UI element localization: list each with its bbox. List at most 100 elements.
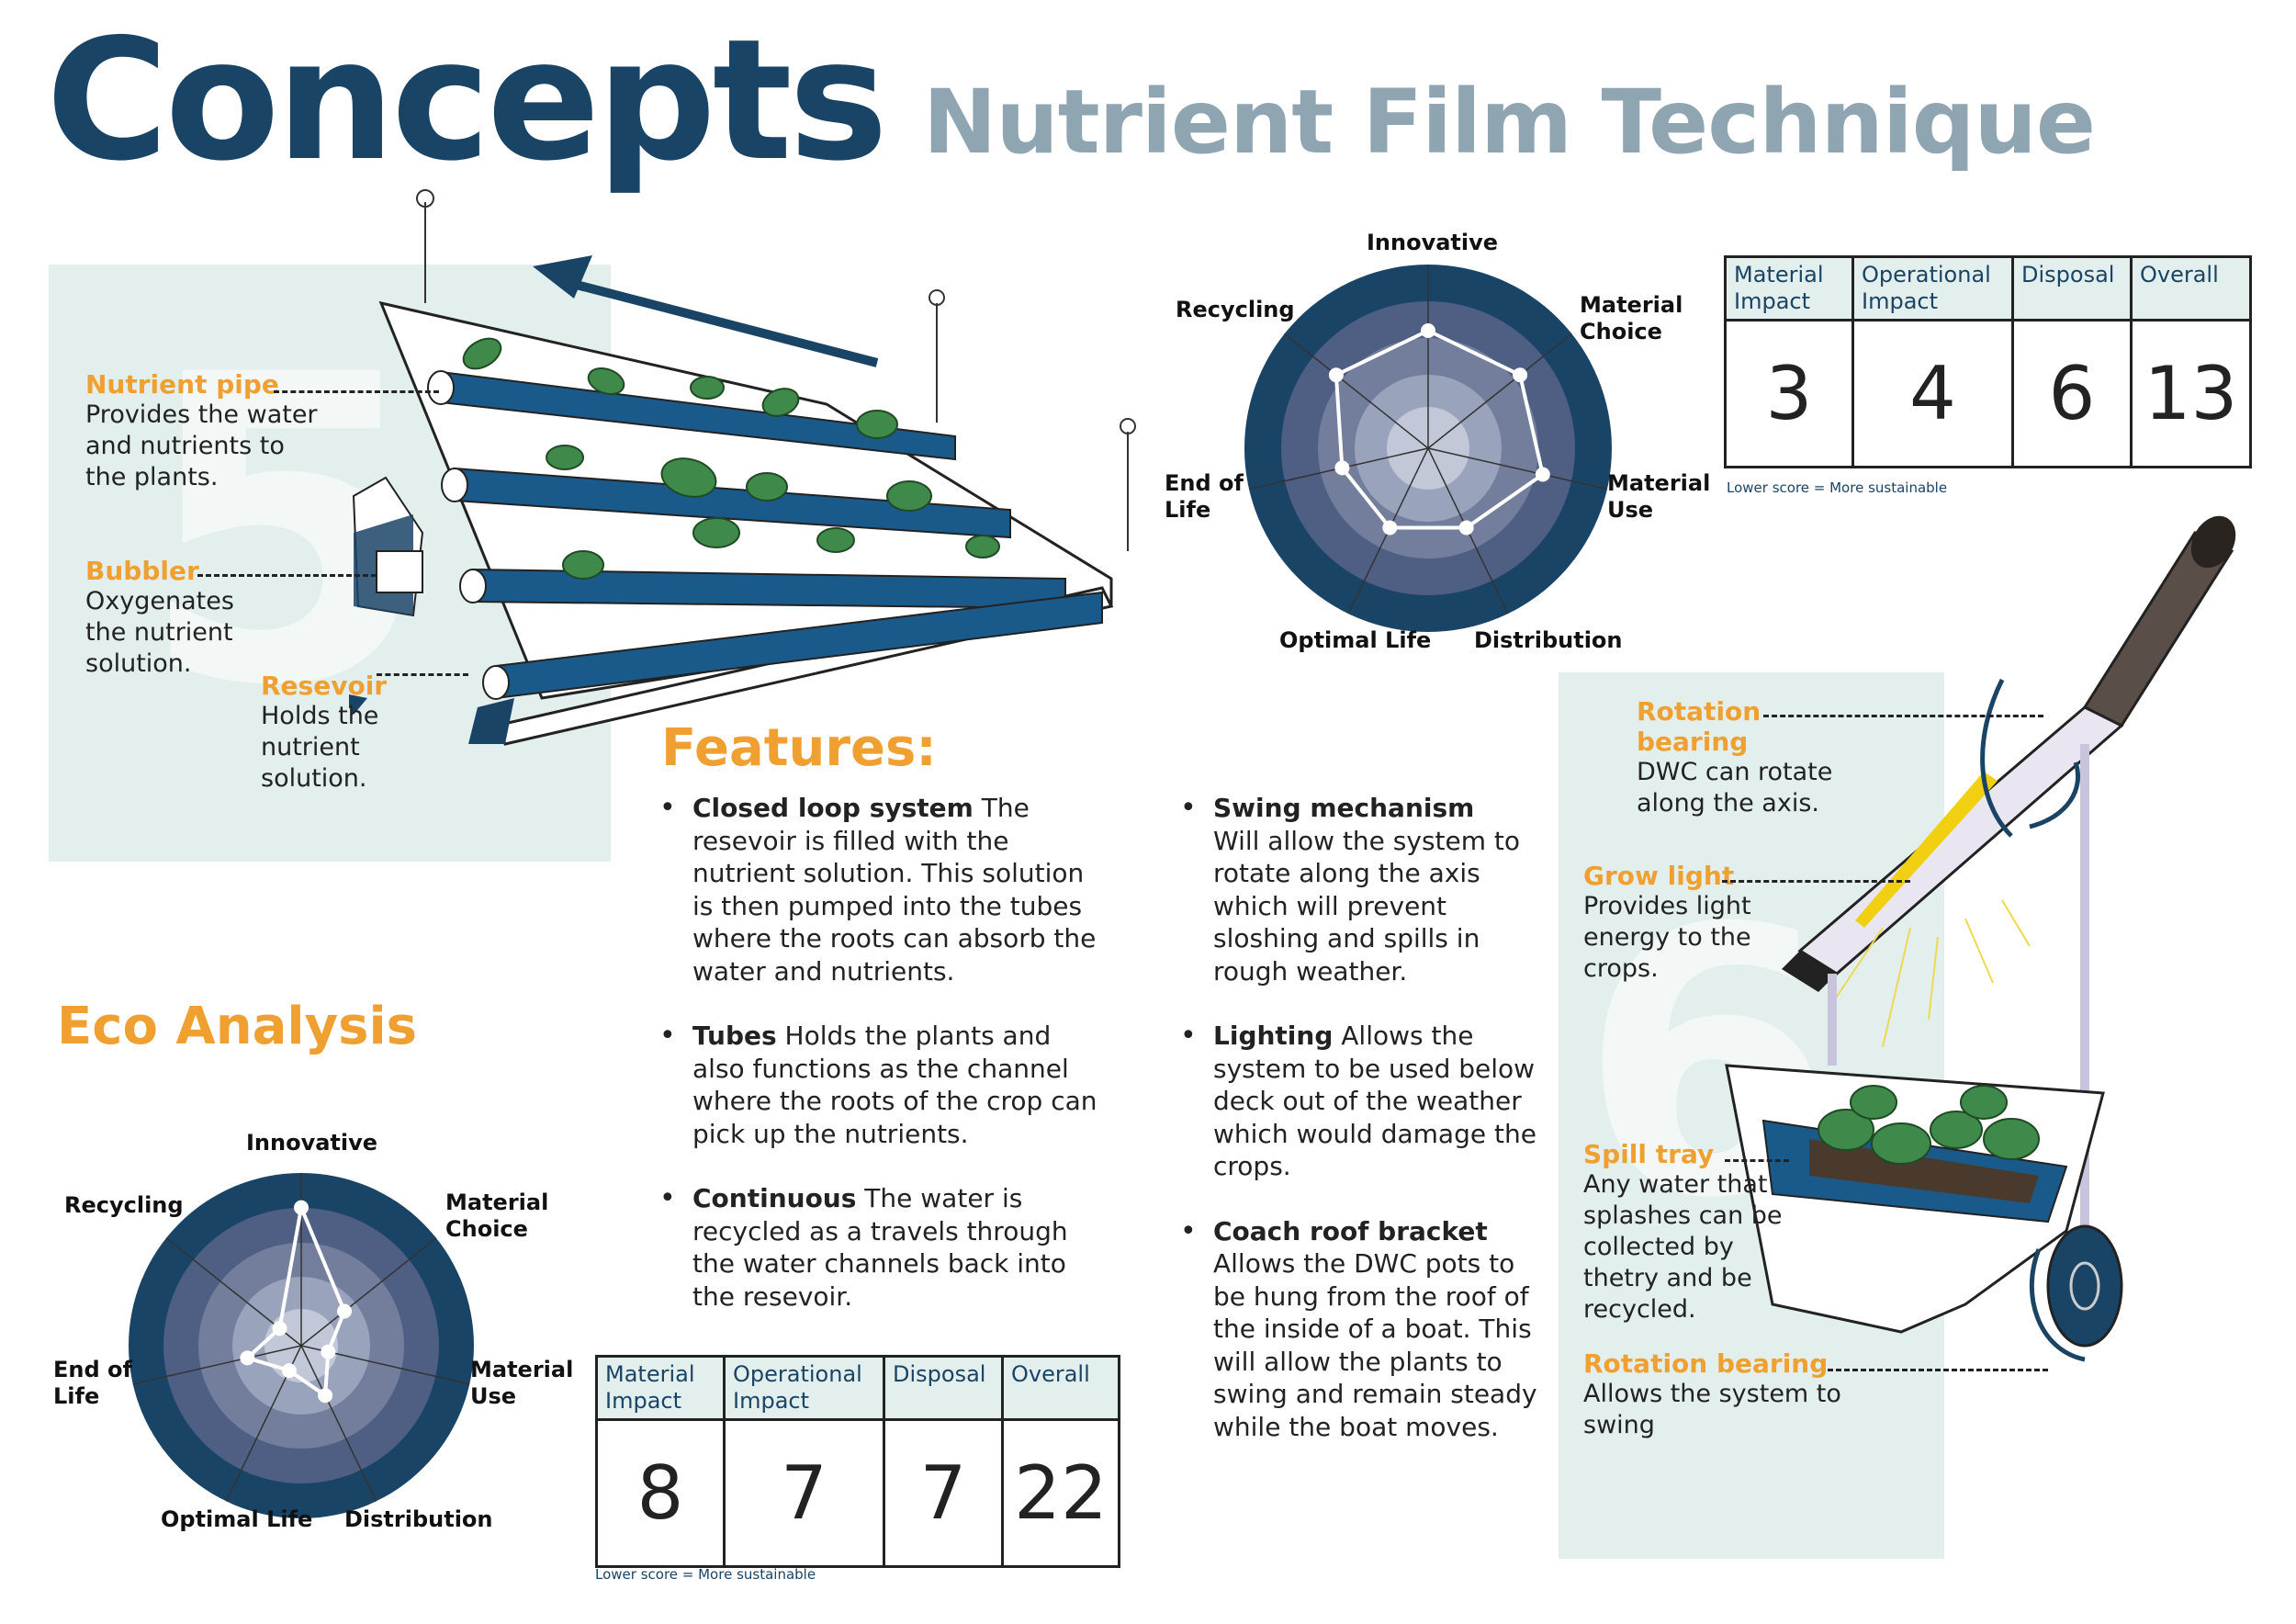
feature-title: Closed loop system — [692, 793, 974, 823]
callout-leader-line — [1763, 715, 2043, 717]
nft-callout-bubbler: Bubbler Oxygenates the nutrient solution… — [85, 556, 251, 680]
radar-bottom-point — [337, 1303, 353, 1319]
dwc-illustration — [1725, 515, 2236, 1362]
score-value: 8 — [595, 1418, 726, 1568]
nft-callout-resevoir: Resevoir Holds the nutrient solution. — [261, 671, 389, 795]
callout-text: Provides the water and nutrients to the … — [85, 400, 318, 491]
callout-label: Bubbler — [85, 556, 199, 586]
score-value: 4 — [1851, 319, 2014, 468]
dwc-callout-grow-light: Grow light Provides light energy to the … — [1583, 861, 1767, 985]
radar-top-polygon — [1334, 328, 1546, 530]
feature-text: The resevoir is filled with the nutrient… — [692, 793, 1097, 987]
feature-item: Swing mechanism Will allow the system to… — [1180, 792, 1538, 987]
feature-item: Coach roof bracket Allows the DWC pots t… — [1180, 1215, 1538, 1444]
radar-chart-bottom — [129, 1173, 474, 1518]
radar-top-label-recycling: Recycling — [1176, 297, 1295, 322]
callout-text: DWC can rotate along the axis. — [1637, 758, 1833, 818]
score-header: Disposal — [883, 1355, 1004, 1421]
features-heading: Features: — [661, 718, 937, 778]
score-value: 7 — [883, 1418, 1004, 1568]
radar-top-spoke — [1427, 447, 1608, 491]
radar-bottom-label-optimal-life: Optimal Life — [161, 1506, 313, 1532]
feature-item: Lighting Allows the system to be used be… — [1180, 1020, 1538, 1183]
score-header: Material Impact — [1724, 255, 1854, 321]
radar-bottom-spoke — [132, 1345, 302, 1385]
features-list-right: Swing mechanism Will allow the system to… — [1180, 792, 1538, 1475]
score-value: 22 — [1001, 1418, 1120, 1568]
dwc-callout-rotation-bearing-bottom: Rotation bearing Allows the system to sw… — [1583, 1348, 1859, 1441]
score-header: Operational Impact — [1851, 255, 2014, 321]
radar-bottom-point — [294, 1200, 309, 1215]
score-value: 13 — [2130, 319, 2252, 468]
score-header: Overall — [1001, 1355, 1120, 1421]
radar-bottom-spoke — [300, 1345, 377, 1502]
radar-top-label-optimal-life: Optimal Life — [1279, 627, 1432, 653]
radar-chart-top — [1244, 265, 1612, 632]
radar-bottom-label-distribution: Distribution — [344, 1506, 493, 1532]
nft-illustration — [349, 189, 1136, 746]
page-title: Concepts — [46, 3, 888, 197]
radar-bottom-label-material-use: Material Use — [470, 1357, 574, 1409]
dwc-callout-spill-tray: Spill tray Any water that splashes can b… — [1583, 1139, 1795, 1325]
callout-leader-line — [274, 390, 439, 393]
features-list-left: Closed loop system The resevoir is fille… — [659, 792, 1109, 1345]
radar-top-point — [1334, 460, 1350, 476]
feature-text: The water is recycled as a travels throu… — [692, 1183, 1068, 1312]
radar-bottom-label-innovative: Innovative — [246, 1130, 378, 1156]
feature-title: Swing mechanism — [1213, 793, 1475, 823]
feature-title: Tubes — [692, 1021, 777, 1051]
callout-label: Rotation bearing — [1637, 696, 1761, 757]
feature-item: Closed loop system The resevoir is fille… — [659, 792, 1109, 987]
radar-bottom-point — [318, 1388, 333, 1404]
score-note-top: Lower score = More sustainable — [1727, 479, 1948, 496]
radar-top-label-material-choice: Material Choice — [1580, 292, 1683, 344]
callout-label: Spill tray — [1583, 1139, 1715, 1169]
score-value: 6 — [2011, 319, 2133, 468]
page-subtitle: Nutrient Film Technique — [923, 71, 2096, 174]
score-table-top: Material Impact Operational Impact Dispo… — [1724, 255, 2252, 468]
radar-top-label-end-of-life: End of Life — [1165, 470, 1244, 523]
radar-top-label-distribution: Distribution — [1474, 627, 1623, 653]
radar-top-label-innovative: Innovative — [1367, 230, 1499, 255]
eco-analysis-heading: Eco Analysis — [57, 997, 417, 1056]
callout-label: Resevoir — [261, 671, 388, 701]
score-value: 7 — [723, 1418, 885, 1568]
score-value: 3 — [1724, 319, 1854, 468]
callout-text: Oxygenates the nutrient solution. — [85, 587, 234, 678]
feature-title: Coach roof bracket — [1213, 1215, 1488, 1246]
score-table-bottom: Material Impact Operational Impact Dispo… — [595, 1355, 1120, 1568]
radar-top-point — [1382, 520, 1398, 536]
feature-text: Allows the system to be used below deck … — [1213, 1021, 1536, 1181]
score-header: Disposal — [2011, 255, 2133, 321]
radar-top-point — [1513, 367, 1528, 383]
nft-callout-nutrient-pipe: Nutrient pipe Provides the water and nut… — [85, 369, 324, 493]
feature-text: Holds the plants and also functions as t… — [692, 1021, 1097, 1149]
radar-bottom-point — [281, 1363, 297, 1379]
callout-text: Provides light energy to the crops. — [1583, 892, 1751, 983]
callout-leader-line — [1722, 880, 1910, 883]
score-note-bottom: Lower score = More sustainable — [595, 1566, 816, 1583]
feature-item: Continuous The water is recycled as a tr… — [659, 1182, 1109, 1313]
radar-top-spoke — [1427, 333, 1572, 449]
radar-bottom-label-material-choice: Material Choice — [445, 1190, 549, 1242]
radar-top-point — [1535, 467, 1550, 482]
callout-label: Grow light — [1583, 861, 1735, 891]
radar-bottom-spoke — [300, 1237, 437, 1347]
feature-text: Allows the DWC pots to be hung from the … — [1213, 1248, 1537, 1442]
radar-top-point — [1458, 520, 1474, 536]
callout-leader-line — [377, 673, 468, 676]
callout-text: Holds the nutrient solution. — [261, 702, 379, 793]
feature-title: Continuous — [692, 1183, 857, 1213]
callout-text: Any water that splashes can be collected… — [1583, 1170, 1783, 1324]
radar-top-point — [1421, 323, 1435, 338]
radar-bottom-label-recycling: Recycling — [64, 1192, 184, 1218]
radar-top-label-material-use: Material Use — [1607, 470, 1711, 523]
radar-bottom-point — [272, 1321, 287, 1336]
callout-leader-line — [1725, 1159, 1789, 1162]
feature-item: Tubes Holds the plants and also function… — [659, 1020, 1109, 1150]
radar-top-spoke — [1284, 333, 1429, 449]
radar-bottom-point — [240, 1350, 255, 1366]
feature-title: Lighting — [1213, 1021, 1334, 1051]
callout-label: Rotation bearing — [1583, 1348, 1829, 1379]
callout-text: Allows the system to swing — [1583, 1380, 1841, 1439]
